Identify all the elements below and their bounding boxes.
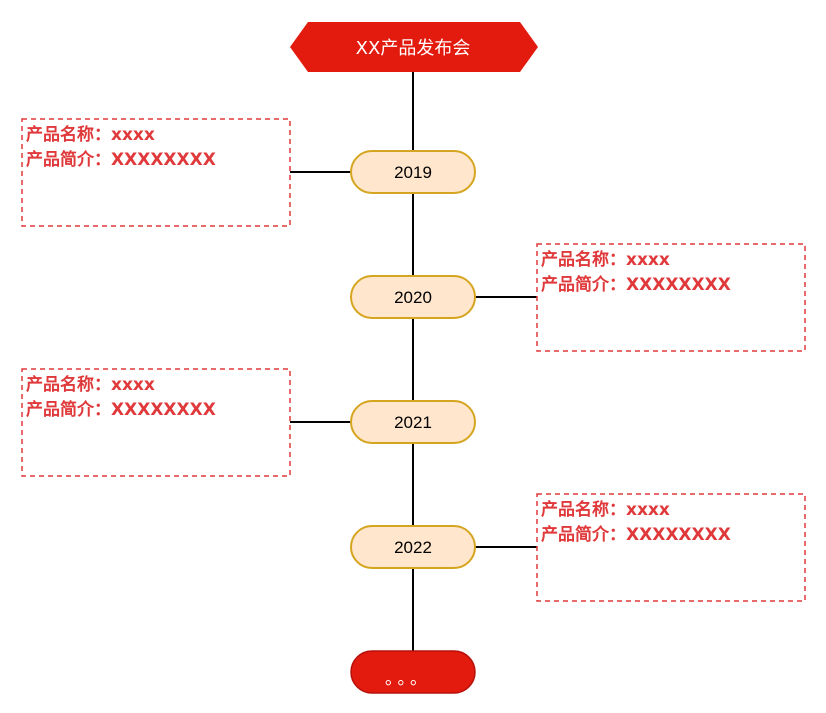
product-card <box>536 243 806 352</box>
header-shape <box>290 22 538 72</box>
year-node <box>350 525 476 569</box>
product-intro-line: 产品简介：XXXXXXXX <box>541 524 731 545</box>
product-name-line: 产品名称：xxxx <box>26 124 155 145</box>
year-node <box>350 150 476 194</box>
product-name-line: 产品名称：xxxx <box>541 499 670 520</box>
product-card <box>21 118 291 227</box>
timeline-entry-2020: 产品名称：xxxx 产品简介：XXXXXXXX 2020 <box>350 243 806 352</box>
header-title: XX产品发布会 <box>356 38 471 59</box>
end-node-shape <box>350 650 476 694</box>
year-label: 2019 <box>394 163 432 182</box>
year-node <box>350 400 476 444</box>
timeline-entry-2021: 产品名称：xxxx 产品简介：XXXXXXXX 2021 <box>21 368 476 477</box>
product-name-line: 产品名称：xxxx <box>26 374 155 395</box>
header-node: XX产品发布会 <box>290 22 538 72</box>
product-intro-line: 产品简介：XXXXXXXX <box>26 399 216 420</box>
product-card <box>21 368 291 477</box>
timeline-entry-2019: 产品名称：xxxx 产品简介：XXXXXXXX 2019 <box>21 118 476 227</box>
year-label: 2022 <box>394 538 432 557</box>
year-label: 2021 <box>394 413 432 432</box>
end-node-label: 。。。 <box>385 669 431 689</box>
timeline-entry-2022: 产品名称：xxxx 产品简介：XXXXXXXX 2022 <box>350 493 806 602</box>
year-label: 2020 <box>394 288 432 307</box>
timeline-entries: 产品名称：xxxx 产品简介：XXXXXXXX 2019 产品名称：xxxx 产品简介：… <box>21 118 806 602</box>
product-intro-line: 产品简介：XXXXXXXX <box>541 274 731 295</box>
year-node <box>350 275 476 319</box>
product-name-line: 产品名称：xxxx <box>541 249 670 270</box>
product-card <box>536 493 806 602</box>
end-node: 。。。 <box>350 650 476 694</box>
product-intro-line: 产品简介：XXXXXXXX <box>26 149 216 170</box>
